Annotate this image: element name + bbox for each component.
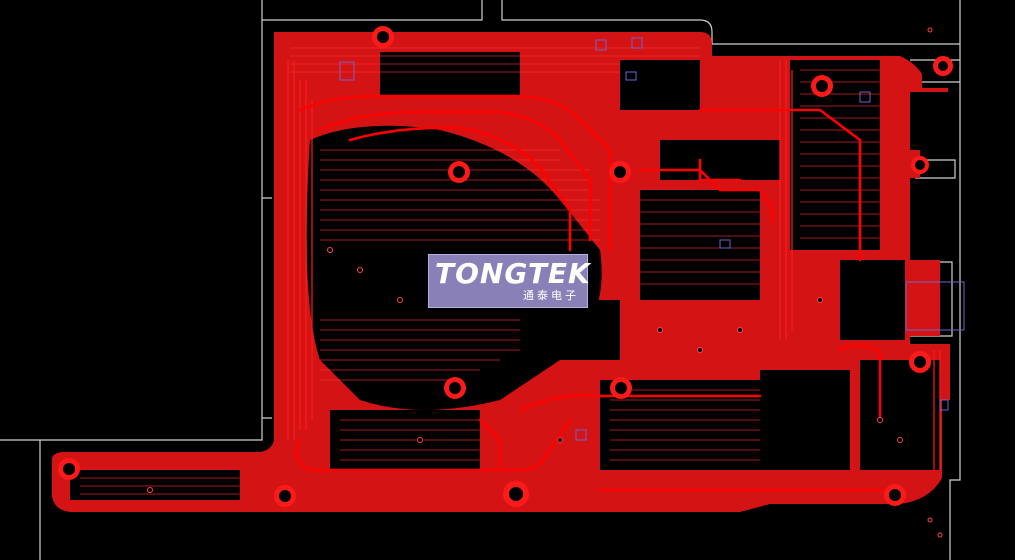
vias [147,27,943,538]
routed-traces [295,94,902,492]
mounting-hole [503,481,529,507]
mounting-hole [58,458,80,480]
logo-brand-text: TONGTEK [435,257,591,290]
mounting-hole [909,351,931,373]
tongtek-logo: TONGTEK 通泰电子 [428,254,591,308]
mounting-hole [372,26,394,48]
mounting-hole [610,377,632,399]
mounting-hole [448,161,470,183]
logo-subtitle-text: 通泰电子 [523,289,579,302]
mounting-hole [444,377,466,399]
mounting-hole [933,56,953,76]
silkscreen-marks [339,37,965,441]
mounting-holes [58,26,953,507]
mounting-hole [274,485,296,507]
board-outline [0,0,961,560]
mounting-hole [884,484,906,506]
mounting-hole [609,161,631,183]
mounting-hole [911,156,929,174]
trace-bundles [287,60,941,470]
mounting-hole [811,75,833,97]
